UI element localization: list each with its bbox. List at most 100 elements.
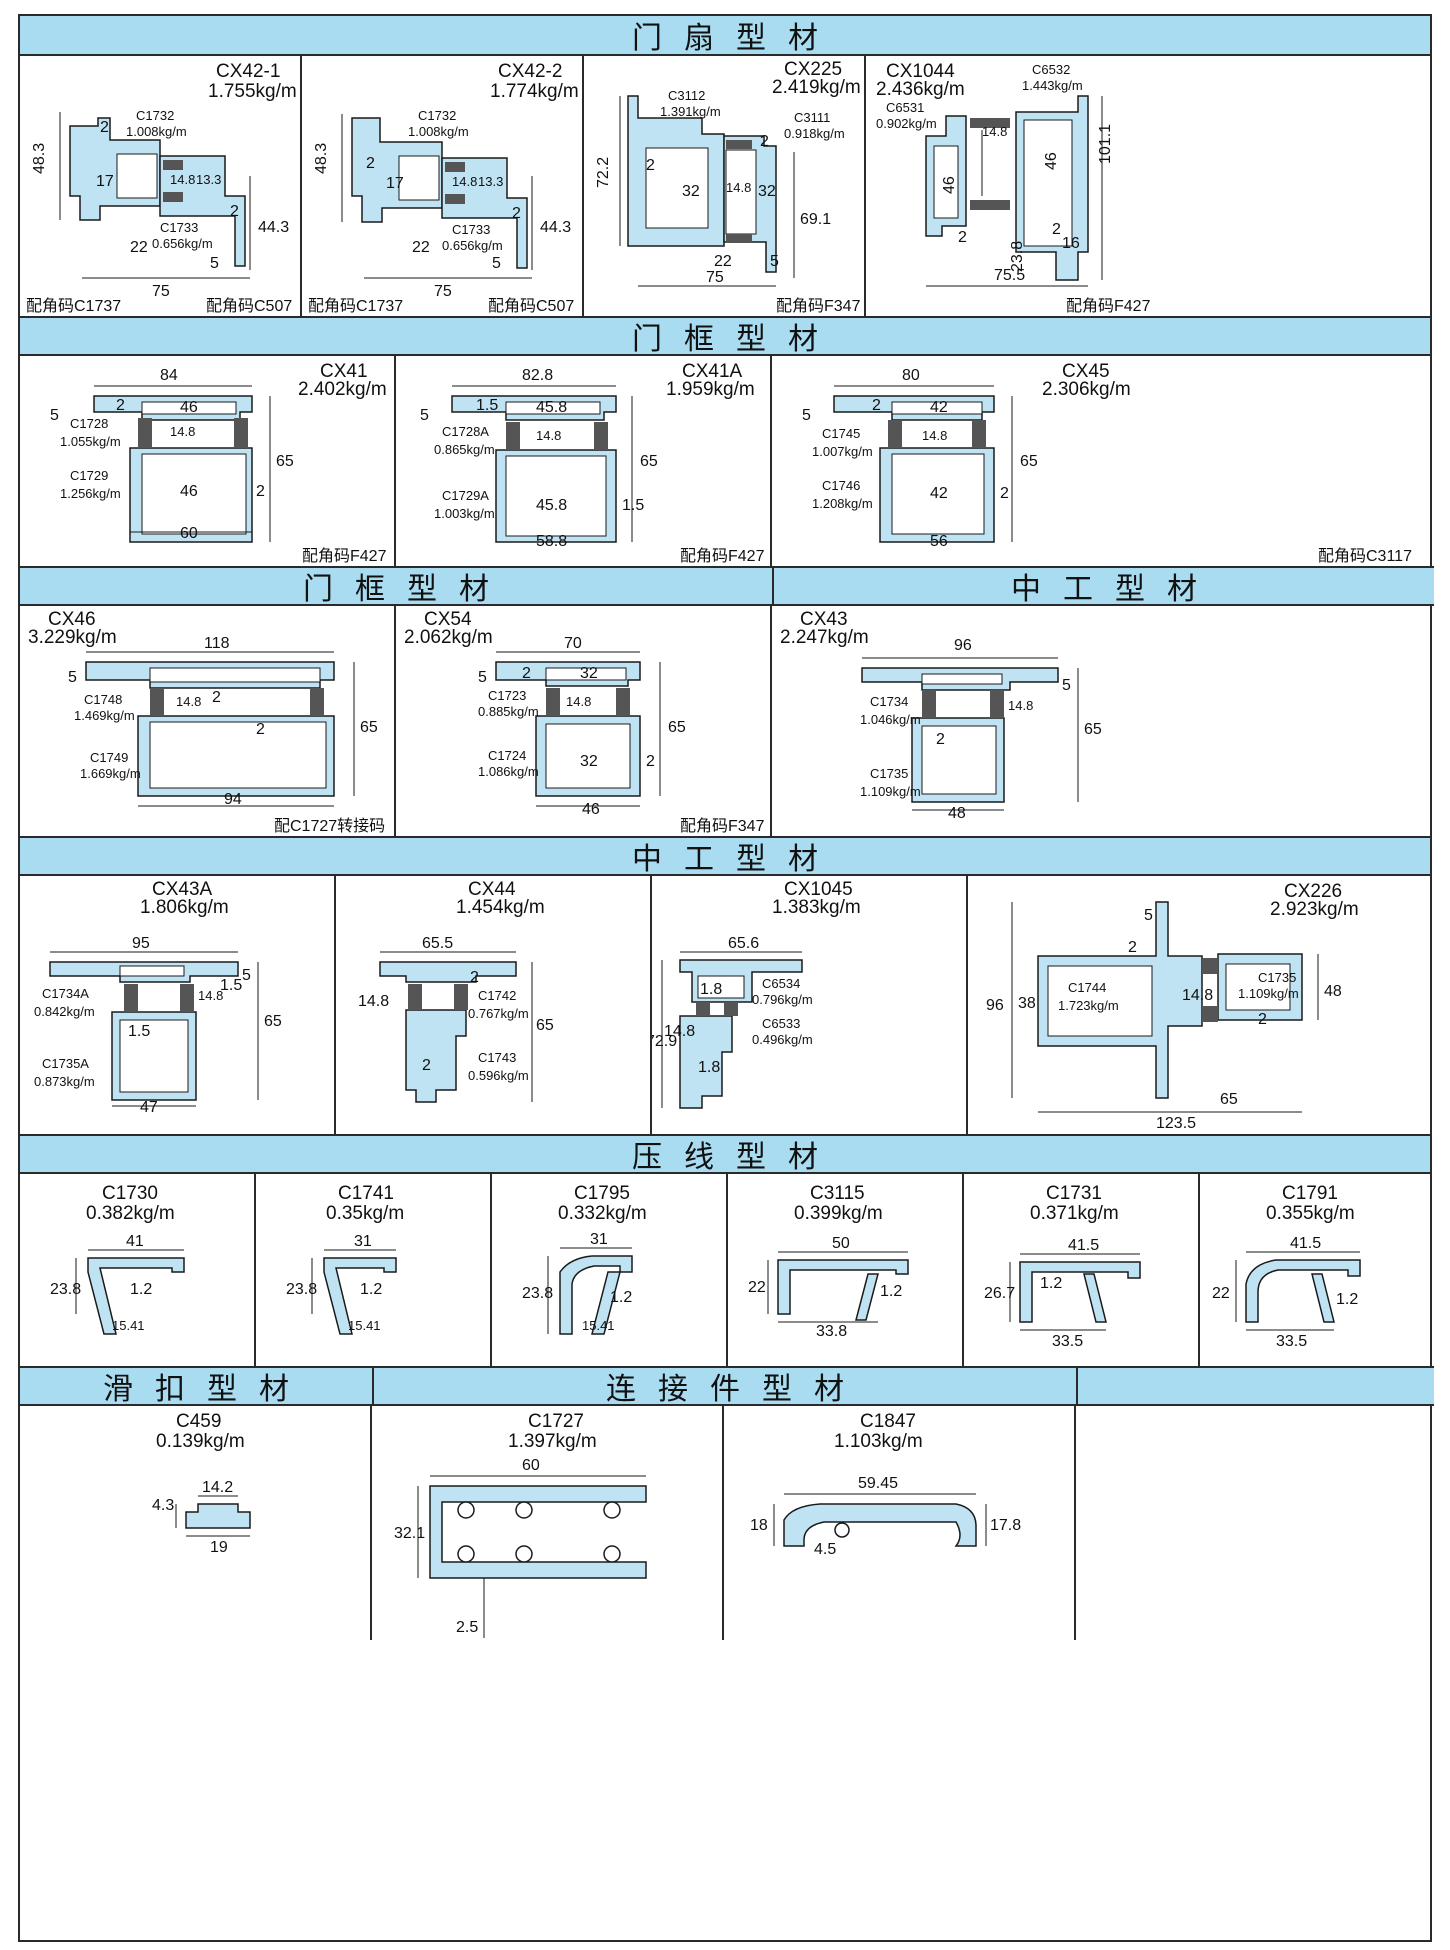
profile-cell-c1847: C1847 1.103kg/m 59.45 18 4.5 17.8: [724, 1406, 1076, 1640]
profile-weight: 0.139kg/m: [156, 1431, 245, 1452]
section-header-door-frame: 门框型材: [20, 316, 1430, 357]
profile-weight: 1.383kg/m: [772, 897, 861, 918]
profile-drawing: 82.8 5 1.5 45.8 14.8 65 45.8 1.5 58.8 C1…: [420, 367, 658, 550]
dim-label: 19: [210, 1539, 228, 1556]
dim-label: 32: [682, 183, 700, 200]
profile-code: CX42-2: [498, 61, 563, 82]
part-code: C1729: [70, 468, 108, 483]
part-weight: 1.669kg/m: [80, 766, 141, 781]
part-code: C1744: [1068, 980, 1106, 995]
dim-label: 41.5: [1290, 1235, 1321, 1252]
profile-code: C1791: [1282, 1183, 1338, 1204]
dim-label: 17: [386, 175, 404, 192]
dim-label: 31: [354, 1233, 372, 1250]
dim-label: 5: [50, 407, 59, 424]
dim-label: 22: [1212, 1285, 1230, 1302]
profile-cell-cx43: CX43 2.247kg/m 96 5 14.8 2 65 48 C1734 1…: [772, 606, 1434, 836]
dim-label: 2: [212, 689, 221, 706]
part-code: C6534: [762, 976, 800, 991]
dim-label: 14.8: [726, 180, 751, 195]
dim-label: 22: [714, 253, 732, 270]
part-weight: 1.256kg/m: [60, 486, 121, 501]
profile-weight: 0.355kg/m: [1266, 1203, 1355, 1224]
dim-label: 1.5: [476, 397, 498, 414]
profile-drawing: 14.2 4.3 19: [152, 1479, 251, 1556]
part-weight: 0.865kg/m: [434, 442, 495, 457]
dim-label: 22: [130, 239, 148, 256]
part-weight: 1.046kg/m: [860, 712, 921, 727]
part-weight: 0.873kg/m: [34, 1074, 95, 1089]
profile-drawing: 70 5 2 32 14.8 65 32 2 46 C1723 0.885kg/…: [478, 635, 686, 818]
dim-label: 48: [948, 805, 966, 822]
section-title: 门扇型材: [632, 21, 840, 56]
part-weight: 0.767kg/m: [468, 1006, 529, 1021]
profile-cell-c1731: C1731 0.371kg/m 41.5 26.7 1.2 33.5: [964, 1174, 1200, 1366]
dim-label: 2: [100, 119, 109, 136]
profile-cell-cx45: CX45 2.306kg/m 80 5 2 42 14.8 65 42 2 5: [772, 356, 1434, 566]
profile-cell-c3115: C3115 0.399kg/m 50 22 1.2 33.8: [728, 1174, 964, 1366]
dim-label: 1.2: [360, 1281, 382, 1298]
profile-drawing: 31 23.8 1.2 15.41: [522, 1231, 633, 1335]
corner-code-note: 配角码F427: [302, 548, 387, 565]
profile-drawing: 65.5 2 14.8 65 2 C1742 0.767kg/m C1743 0…: [358, 935, 554, 1103]
dim-label: 96: [986, 997, 1004, 1014]
part-code: C3112: [668, 88, 705, 103]
dim-label: 84: [160, 367, 178, 384]
section-header-mullion: 中工型材: [772, 566, 1434, 607]
part-code: C1742: [478, 988, 516, 1003]
profile-cell-cx41a: CX41A 1.959kg/m 82.8 5 1.5 45.8 14.8 65 …: [396, 356, 772, 566]
dim-label: 4.5: [814, 1541, 836, 1558]
dim-label: 1.8: [698, 1059, 720, 1076]
part-code: C3111: [794, 110, 830, 125]
dim-label: 14.8: [176, 694, 201, 709]
profile-cell-cx225: CX225 2.419kg/m 72.2 2 32 14.8 32 2 69.1…: [584, 56, 866, 316]
profile-weight: 1.774kg/m: [490, 81, 579, 102]
part-code: C1734: [870, 694, 908, 709]
profile-cell-cx1044: CX1044 2.436kg/m 46 14.8 46 101.1 2 2 23…: [866, 56, 1434, 316]
part-weight: 1.008kg/m: [408, 124, 469, 139]
part-code: C1732: [136, 108, 174, 123]
dim-label: 32: [580, 665, 598, 682]
catalog-sheet: 门扇型材 CX42-1 1.755kg/m 48.3 2 17 14.8 13.…: [18, 14, 1434, 1942]
profile-cell-cx44: CX44 1.454kg/m 65.5 2 14.8 65 2 C1742 0.…: [336, 876, 652, 1134]
part-code: C1723: [488, 688, 526, 703]
part-weight: 1.109kg/m: [860, 784, 921, 799]
part-weight: 1.391kg/m: [660, 104, 721, 119]
profile-cell-cx42-2: CX42-2 1.774kg/m 48.3 2 17 14.8 13.3 44.…: [302, 56, 584, 316]
profile-weight: 1.103kg/m: [834, 1431, 923, 1452]
part-weight: 0.596kg/m: [468, 1068, 529, 1083]
dim-label: 46: [941, 176, 958, 194]
row-accessories: C459 0.139kg/m 14.2 4.3 19 C1727 1.397kg…: [20, 1406, 1430, 1640]
dim-label: 1.5: [622, 497, 644, 514]
dim-label: 2: [422, 1057, 431, 1074]
dim-label: 14.8: [358, 993, 389, 1010]
dim-label: 47: [140, 1099, 158, 1116]
dim-label: 15.41: [348, 1318, 381, 1333]
corner-code-note: 配C1727转接码: [274, 818, 386, 835]
corner-code-note: 配角码F427: [680, 548, 765, 565]
dim-label: 5: [770, 253, 779, 270]
profile-code: C1727: [528, 1411, 584, 1432]
dim-label: 31: [590, 1231, 608, 1248]
profile-weight: 0.332kg/m: [558, 1203, 647, 1224]
dim-label: 58.8: [536, 533, 567, 550]
dim-label: 2: [256, 721, 265, 738]
part-weight: 1.208kg/m: [812, 496, 873, 511]
section-header-slide-clip: 滑扣型材: [20, 1366, 372, 1407]
dim-label: 42: [930, 485, 948, 502]
profile-drawing: 96 5 14.8 2 65 48 C1734 1.046kg/m C1735 …: [860, 637, 1102, 822]
part-code: C1732: [418, 108, 456, 123]
profile-weight: 2.062kg/m: [404, 627, 493, 648]
section-header-empty: [1076, 1366, 1434, 1406]
dim-label: 2: [1128, 939, 1137, 956]
profile-cell-cx46: CX46 3.229kg/m 118 5 14.8 2 2 65 94 C174…: [20, 606, 396, 836]
profile-weight: 1.959kg/m: [666, 379, 755, 400]
dim-label: 65: [360, 719, 378, 736]
dim-label: 96: [954, 637, 972, 654]
profile-drawing: 46 14.8 46 101.1 2 2 23.8 16 75.5 C6532 …: [876, 62, 1114, 287]
profile-drawing: 60 32.1 2.5: [394, 1457, 647, 1638]
dim-label: 75: [434, 283, 452, 300]
dim-label: 14.8: [1008, 698, 1033, 713]
empty-cell: [1076, 1406, 1434, 1640]
dim-label: 41.5: [1068, 1237, 1099, 1254]
